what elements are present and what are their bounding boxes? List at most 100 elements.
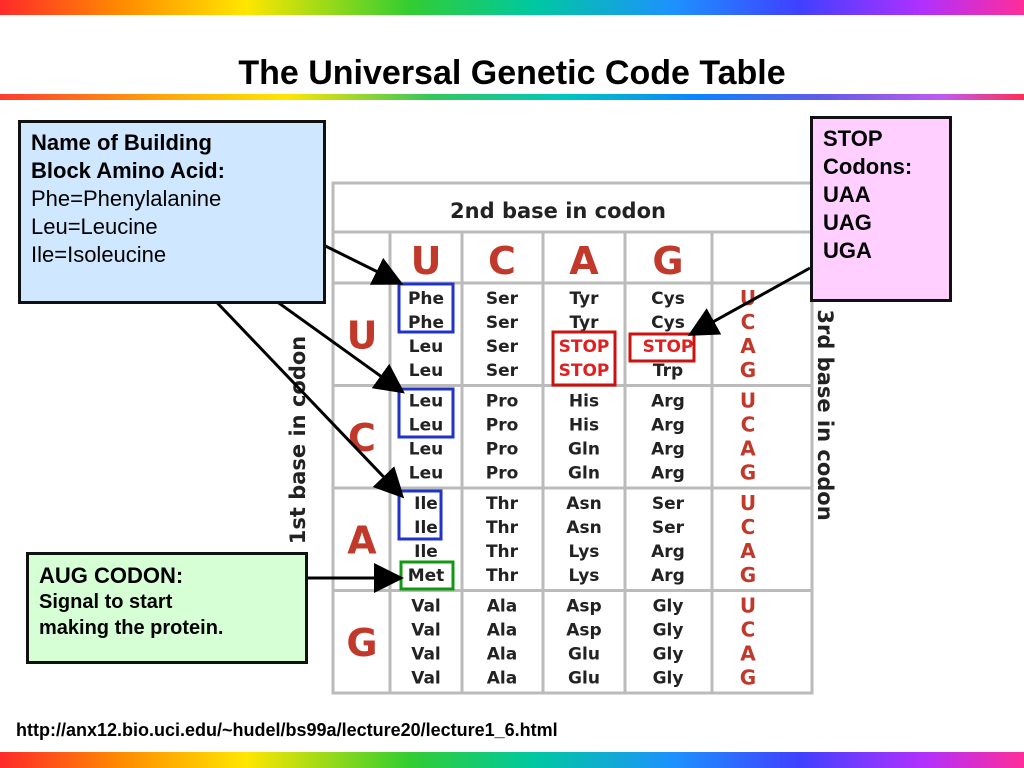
source-link[interactable]: http://anx12.bio.uci.edu/~hudel/bs99a/le… <box>16 720 558 740</box>
name-box-phe: Phe=Phenylalanine <box>31 186 222 211</box>
amino-acid-ile: Ile <box>414 518 438 538</box>
amino-acid-arg: Arg <box>651 440 685 460</box>
amino-acid-val: Val <box>411 621 441 641</box>
amino-acid-ala: Ala <box>487 669 517 689</box>
aug-box-line-1: Signal to start <box>39 591 173 613</box>
third-base-letter: C <box>741 310 756 334</box>
second-base-label: 2nd base in codon <box>450 199 666 223</box>
aug-box-heading: AUG CODON: <box>39 563 184 588</box>
third-base-letter: C <box>741 618 756 642</box>
ile-arrow <box>203 288 405 499</box>
amino-acid-cys: Cys <box>651 313 685 333</box>
third-base-letter: U <box>740 594 756 618</box>
amino-acid-pro: Pro <box>486 440 519 460</box>
amino-acid-ile: Ile <box>414 494 438 514</box>
amino-acid-ala: Ala <box>487 621 517 641</box>
amino-acid-lys: Lys <box>569 566 600 586</box>
amino-acid-asn: Asn <box>566 518 601 538</box>
aug-codon-box: AUG CODON: Signal to start making the pr… <box>26 552 308 664</box>
aug-box-line-2: making the protein. <box>39 617 224 639</box>
amino-acid-gly: Gly <box>653 621 684 641</box>
third-base-letter: G <box>740 666 756 690</box>
third-base-letter: G <box>740 563 756 587</box>
amino-acid-ser: Ser <box>486 313 519 333</box>
name-box-ile: Ile=Isoleucine <box>31 242 167 267</box>
amino-acid-phe: Phe <box>408 313 444 333</box>
amino-acid-ser: Ser <box>652 494 685 514</box>
second-base-letter: U <box>411 239 442 283</box>
amino-acid-asp: Asp <box>566 597 601 617</box>
amino-acid-asn: Asn <box>566 494 601 514</box>
stop-box-line-2: Codons: <box>823 154 913 179</box>
amino-acid-stop: STOP <box>559 361 610 381</box>
amino-acid-trp: Trp <box>653 361 683 381</box>
amino-acid-met: Met <box>408 566 445 586</box>
amino-acid-leu: Leu <box>409 440 443 460</box>
amino-acid-gly: Gly <box>653 597 684 617</box>
amino-acid-pro: Pro <box>486 392 519 412</box>
third-base-letter: A <box>740 437 756 461</box>
stop-box-uag: UAG <box>823 210 872 235</box>
amino-acid-val: Val <box>411 597 441 617</box>
second-base-letter: C <box>488 239 516 283</box>
ile-highlight <box>397 489 443 541</box>
amino-acid-leu: Leu <box>409 337 443 357</box>
stop-highlight-uga <box>628 332 696 363</box>
amino-acid-gln: Gln <box>568 464 600 484</box>
stop-highlight-uaa-uag <box>551 330 617 387</box>
amino-acid-arg: Arg <box>651 416 685 436</box>
third-base-label: 3rd base in codon <box>813 309 837 520</box>
amino-acid-ile: Ile <box>414 542 438 562</box>
amino-acid-leu: Leu <box>409 416 443 436</box>
amino-acid-tyr: Tyr <box>569 313 599 333</box>
amino-acid-gly: Gly <box>653 645 684 665</box>
amino-acid-leu: Leu <box>409 392 443 412</box>
name-box-heading-1: Name of Building <box>31 130 212 155</box>
amino-acid-arg: Arg <box>651 464 685 484</box>
amino-acid-phe: Phe <box>408 289 444 309</box>
amino-acid-thr: Thr <box>486 518 519 538</box>
stop-box-uaa: UAA <box>823 182 871 207</box>
page-title: The Universal Genetic Code Table <box>238 54 786 92</box>
amino-acid-gln: Gln <box>568 440 600 460</box>
amino-acid-leu: Leu <box>409 361 443 381</box>
second-base-letter: G <box>652 239 683 283</box>
amino-acid-arg: Arg <box>651 542 685 562</box>
amino-acid-ala: Ala <box>487 645 517 665</box>
amino-acid-glu: Glu <box>568 645 600 665</box>
third-base-letter: A <box>740 642 756 666</box>
amino-acid-val: Val <box>411 645 441 665</box>
title-underline <box>0 94 1024 100</box>
amino-acid-arg: Arg <box>651 566 685 586</box>
leu-highlight <box>397 387 455 439</box>
amino-acid-arg: Arg <box>651 392 685 412</box>
bottom-rainbow-bar <box>0 752 1024 768</box>
amino-acid-lys: Lys <box>569 542 600 562</box>
name-box-leu: Leu=Leucine <box>31 214 158 239</box>
third-base-letter: C <box>741 413 756 437</box>
amino-acid-his: His <box>569 416 599 436</box>
stop-arrow <box>687 266 811 336</box>
amino-acid-leu: Leu <box>409 464 443 484</box>
stop-box-line-1: STOP <box>823 126 883 151</box>
top-rainbow-bar <box>0 0 1024 15</box>
third-base-letter: A <box>740 334 756 358</box>
phe-highlight <box>397 282 455 334</box>
amino-acid-asp: Asp <box>566 621 601 641</box>
third-base-letter: C <box>741 515 756 539</box>
amino-acid-pro: Pro <box>486 464 519 484</box>
amino-acid-ala: Ala <box>487 597 517 617</box>
amino-acid-ser: Ser <box>486 361 519 381</box>
stop-codons-box: STOP Codons: UAA UAG UGA <box>810 116 952 302</box>
second-base-letter: A <box>569 239 599 283</box>
name-box-heading-2: Block Amino Acid: <box>31 158 225 183</box>
amino-acid-cys: Cys <box>651 289 685 309</box>
amino-acid-his: His <box>569 392 599 412</box>
amino-acid-val: Val <box>411 669 441 689</box>
table-highlights <box>397 282 696 591</box>
amino-acid-ser: Ser <box>652 518 685 538</box>
third-base-letter: G <box>740 358 756 382</box>
first-base-letter: G <box>346 621 377 665</box>
amino-acid-gly: Gly <box>653 669 684 689</box>
